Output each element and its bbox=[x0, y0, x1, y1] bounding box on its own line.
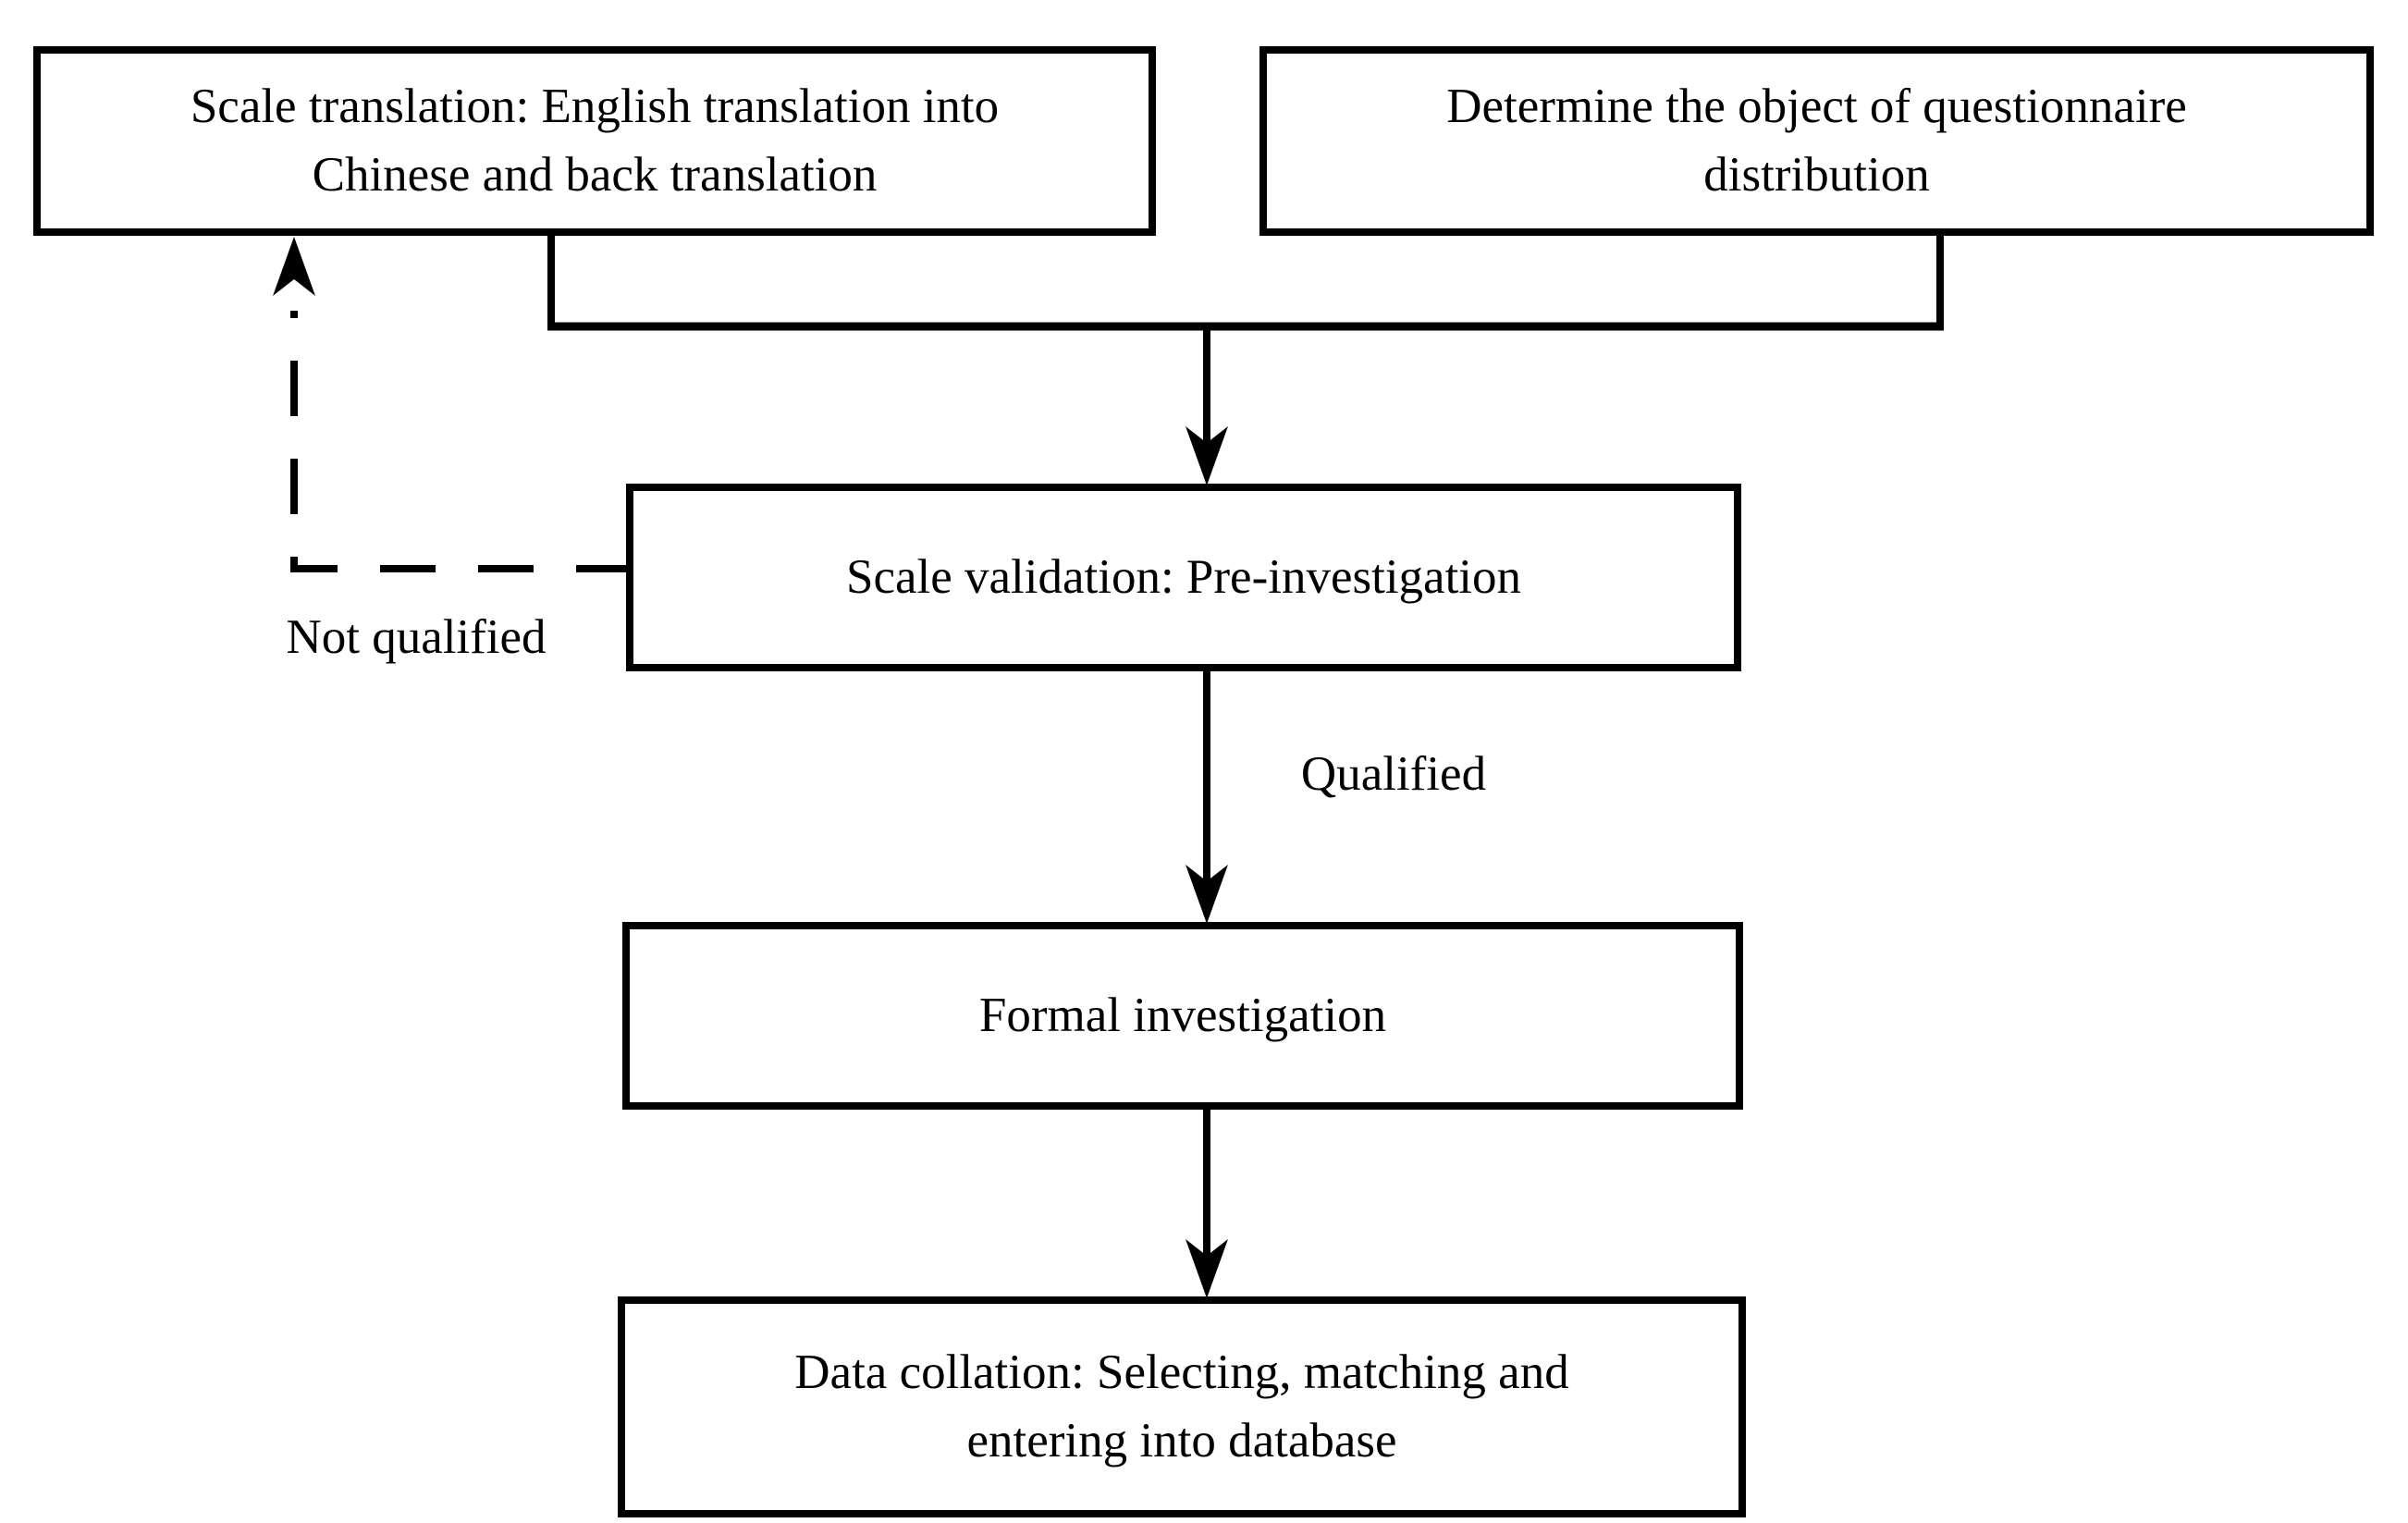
node-data-collation: Data collation: Selecting, matching and … bbox=[618, 1296, 1746, 1517]
arrowhead-into-scale-validation bbox=[1186, 426, 1228, 485]
node-data-collation-line1: Data collation: Selecting, matching and bbox=[794, 1345, 1569, 1400]
node-determine-object-line2: distribution bbox=[1703, 147, 1930, 202]
arrowhead-up-not-qualified bbox=[273, 237, 315, 296]
node-data-collation-line2: entering into database bbox=[966, 1413, 1397, 1468]
node-scale-translation: Scale translation: English translation i… bbox=[33, 46, 1156, 236]
arrowhead-into-data-collation bbox=[1186, 1239, 1228, 1298]
node-formal-investigation-line1: Formal investigation bbox=[978, 988, 1387, 1042]
node-formal-investigation: Formal investigation bbox=[622, 922, 1743, 1110]
edge-not-qualified-dashed bbox=[290, 311, 632, 572]
node-scale-validation: Scale validation: Pre-investigation bbox=[626, 484, 1741, 671]
node-determine-object: Determine the object of questionnaire di… bbox=[1259, 46, 2374, 236]
label-qualified: Qualified bbox=[1300, 747, 1487, 801]
node-determine-object-line1: Determine the object of questionnaire bbox=[1446, 80, 2187, 134]
label-not-qualified: Not qualified bbox=[286, 610, 547, 664]
arrowhead-into-formal-investigation bbox=[1186, 865, 1228, 924]
node-scale-translation-line1: Scale translation: English translation i… bbox=[190, 80, 1000, 134]
node-scale-validation-line1: Scale validation: Pre-investigation bbox=[845, 549, 1522, 604]
node-scale-translation-line2: Chinese and back translation bbox=[312, 147, 878, 202]
